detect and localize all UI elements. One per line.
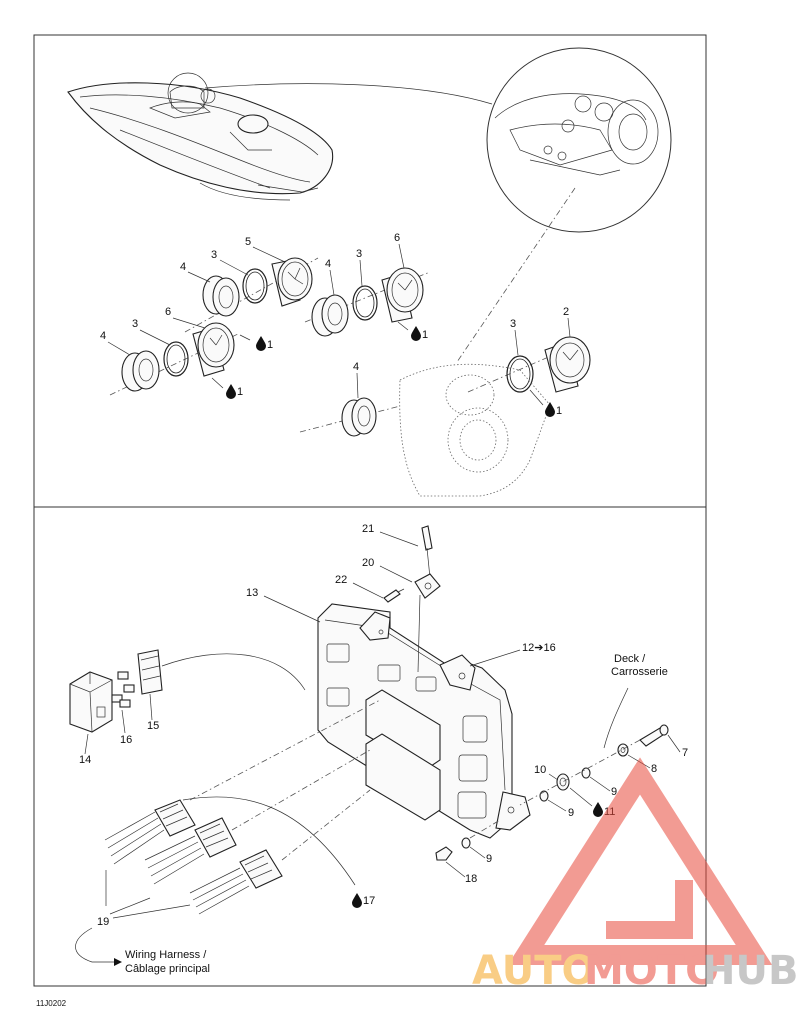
callout-20: 20 [362,557,374,569]
callout-6: 6 [394,232,400,244]
callout-5: 5 [245,236,251,248]
oil-drop-icon [352,893,362,908]
bolt [639,724,669,747]
harness-connector-1 [104,799,196,865]
callout-7: 7 [682,747,688,759]
dash-console-outline [399,363,551,497]
callout-14: 14 [79,754,91,766]
callout-18: 18 [465,873,477,885]
fuse-terminals [111,671,135,708]
drawing-code: 11J0202 [36,999,67,1008]
svg-text:Deck /: Deck / [614,653,646,665]
callout-3: 3 [510,318,516,330]
callout-2: 2 [563,306,569,318]
diagram-frame [33,34,707,987]
svg-text:1: 1 [422,329,428,341]
control-module [317,603,531,839]
oil-drop-icon [545,402,555,417]
callout-12-16: 12➔16 [522,642,556,654]
relay-block [69,671,113,733]
callout-9: 9 [486,853,492,865]
oil-drop-icon [593,802,603,817]
drop-note: 1 [397,321,428,341]
washer [617,743,629,757]
svg-text:Wiring Harness /: Wiring Harness / [125,949,207,961]
callout-8: 8 [651,763,657,775]
oil-drop-icon [411,326,421,341]
svg-text:Câblage principal: Câblage principal [125,963,210,975]
mounting-bracket [414,573,441,599]
watermark-logo [507,757,773,965]
drop-note: 1 [211,377,243,399]
nut [435,846,453,861]
wiring-harness-label: Wiring Harness / Câblage principal [75,927,210,975]
gauge-group-c [109,322,241,396]
top-callouts: 5 3 4 6 3 4 6 3 4 2 3 4 [100,232,571,399]
callout-15: 15 [147,720,159,732]
gauge-body [544,336,591,393]
callout-9: 9 [568,807,574,819]
watermark-hub: HUB [702,948,798,994]
callout-6: 6 [165,306,171,318]
watermark-moto: MOTO [584,948,719,994]
boat-illustration [67,72,334,201]
gauge-body [381,267,424,323]
fuse-cover [137,649,163,695]
callout-9: 9 [611,786,617,798]
callout-10: 10 [534,764,546,776]
callout-3: 3 [356,248,362,260]
callout-4: 4 [325,258,331,270]
oil-drop-icon [256,336,266,351]
callout-19: 19 [97,916,109,928]
retaining-nut [311,294,349,337]
drop-note: 1 [529,389,562,417]
drop-note: 1 [239,334,273,351]
svg-text:Carrosserie: Carrosserie [611,666,668,678]
callout-13: 13 [246,587,258,599]
o-ring [352,285,378,321]
oil-drop-icon [226,384,236,399]
svg-text:1: 1 [237,386,243,398]
harness-connector-3 [189,849,283,915]
retaining-nut [121,350,160,392]
gauge-body [192,322,235,377]
callout-4: 4 [100,330,106,342]
callout-4: 4 [180,261,186,273]
svg-text:1: 1 [556,405,562,417]
bottom-callouts: 21 20 22 13 12➔16 15 16 14 7 8 10 9 9 9 … [79,523,688,928]
deck-label: Deck / Carrosserie [611,653,668,678]
tie-wrap [421,525,433,579]
svg-text:17: 17 [363,895,375,907]
gauge-group-a [184,257,319,333]
automotohub-watermark: AUTO MOTO HUB [472,757,798,994]
callout-3: 3 [211,249,217,261]
gauge-group-b [304,267,431,337]
drop-note-17: 17 [352,893,375,908]
o-ring [163,341,189,377]
grommet [556,773,570,791]
o-ring [506,355,534,393]
harness-connector-2 [144,817,237,885]
top-drop-notes: 1 1 1 1 [211,321,562,417]
callout-4: 4 [353,361,359,373]
gauge-body [271,257,313,307]
screw [383,588,405,603]
o-ring [242,268,268,304]
arrow-icon [114,958,122,966]
callout-16: 16 [120,734,132,746]
gauge-group-d [467,336,591,393]
callout-21: 21 [362,523,374,535]
dash-detail-magnifier [204,47,672,363]
callout-3: 3 [132,318,138,330]
gauge-group-e [299,397,401,437]
svg-text:1: 1 [267,339,273,351]
retaining-nut [202,275,240,317]
callout-22: 22 [335,574,347,586]
watermark-auto: AUTO [472,948,596,994]
